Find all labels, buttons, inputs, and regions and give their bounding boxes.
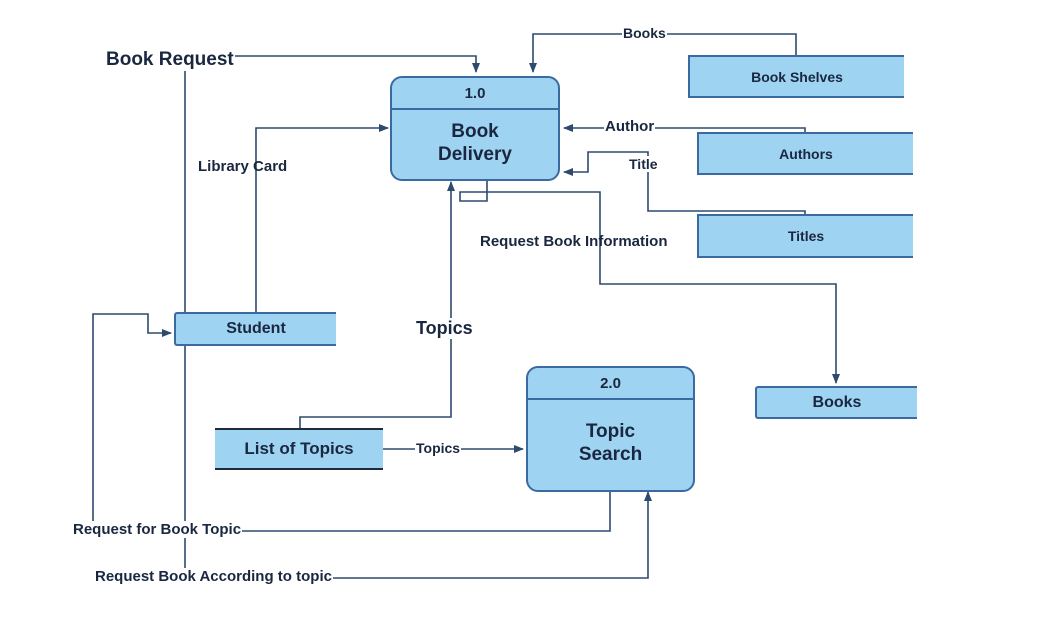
label-topics-vertical: Topics	[415, 318, 474, 339]
title-flow	[563, 151, 806, 215]
label-request-book-information: Request Book Information	[480, 233, 668, 250]
entity-label: Book Shelves	[751, 68, 843, 85]
label-topics-horizontal: Topics	[415, 440, 462, 456]
request-for-book-topic-flow	[92, 313, 611, 532]
entity-label: Authors	[779, 145, 833, 162]
label-request-book-according-to-topic: Request Book According to topic	[94, 568, 333, 585]
label-title: Title	[628, 156, 659, 172]
entity-authors[interactable]: Authors	[697, 132, 913, 175]
process-name: Topic Search	[528, 420, 693, 466]
request-book-information-flow	[459, 181, 840, 384]
process-name-line: Delivery	[438, 144, 512, 165]
store-label: List of Topics	[244, 439, 354, 458]
entity-label: Titles	[787, 228, 825, 244]
entity-student[interactable]: Student	[174, 312, 336, 346]
store-list-of-topics[interactable]: List of Topics	[215, 428, 383, 470]
process-id: 1.0	[392, 78, 558, 110]
label-books: Books	[622, 25, 667, 41]
process-name-line: Book	[451, 121, 499, 142]
label-book-request: Book Request	[105, 49, 235, 71]
entity-label: Books	[812, 393, 862, 411]
process-name: Book Delivery	[392, 120, 558, 166]
process-name-line: Search	[578, 444, 643, 465]
library-card-flow	[255, 124, 389, 313]
process-book-delivery[interactable]: 1.0 Book Delivery	[390, 76, 560, 181]
entity-titles[interactable]: Titles	[697, 214, 913, 258]
request-book-according-flow	[184, 345, 652, 579]
label-author: Author	[604, 118, 656, 135]
label-request-for-book-topic: Request for Book Topic	[72, 521, 243, 538]
entity-label: Student	[226, 320, 286, 337]
entity-books[interactable]: Books	[755, 386, 917, 419]
book-request-flow	[184, 55, 480, 345]
entity-book-shelves[interactable]: Book Shelves	[688, 55, 904, 98]
topics-vertical-flow	[299, 181, 455, 428]
process-id: 2.0	[528, 368, 693, 400]
process-name-line: Topic	[585, 421, 636, 442]
label-library-card: Library Card	[198, 158, 288, 175]
process-topic-search[interactable]: 2.0 Topic Search	[526, 366, 695, 492]
